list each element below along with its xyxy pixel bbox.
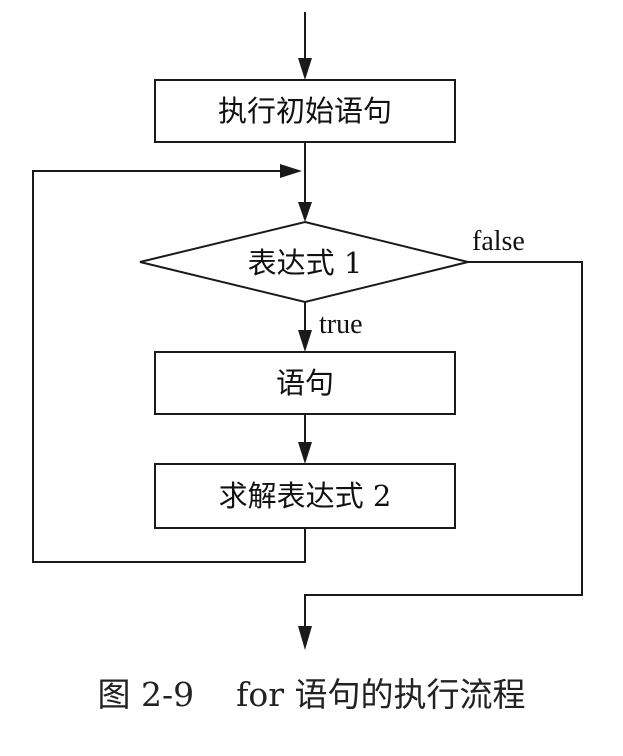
- body-to-update-arrowhead: [298, 442, 312, 464]
- init-statement-label: 执行初始语句: [218, 94, 392, 128]
- update-expression-label: 求解表达式 2: [219, 479, 392, 513]
- true-branch-label: true: [319, 309, 363, 340]
- condition-label: 表达式 1: [248, 246, 363, 280]
- body-statement-box: [154, 351, 456, 415]
- loop-back-arrowhead: [280, 164, 302, 178]
- caption-gap: [194, 675, 236, 714]
- body-statement-label: 语句: [276, 366, 334, 400]
- figure-caption: 图 2-9 for 语句的执行流程: [0, 668, 623, 716]
- figure-title: for 语句的执行流程: [236, 675, 526, 714]
- false-branch-label: false: [472, 226, 525, 257]
- false-branch-line: [304, 261, 583, 628]
- exit-arrowhead: [298, 626, 312, 650]
- loop-back-line: [32, 170, 306, 563]
- figure-number: 图 2-9: [97, 675, 195, 714]
- true-branch-arrowhead: [298, 330, 312, 352]
- entry-arrowhead: [298, 58, 312, 80]
- update-expression-box: [154, 463, 456, 529]
- init-to-condition-arrowhead: [298, 202, 312, 222]
